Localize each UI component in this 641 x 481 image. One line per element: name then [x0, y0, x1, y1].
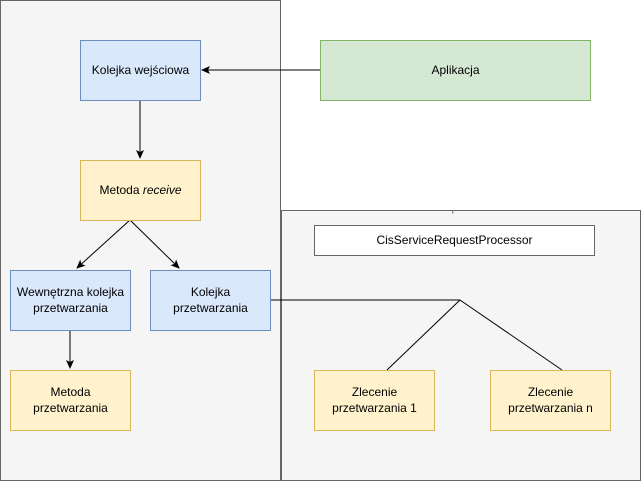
input-queue-node: Kolejka wejściowa	[80, 40, 201, 101]
receive-method-label: Metoda receive	[99, 183, 181, 199]
input-queue-label: Kolejka wejściowa	[91, 62, 190, 77]
order-n-label: Zlecenie przetwarzania n	[508, 384, 593, 415]
order-1-node: Zlecenie przetwarzania 1	[314, 370, 435, 431]
order-1-label: Zlecenie przetwarzania 1	[332, 384, 417, 415]
order-n-node: Zlecenie przetwarzania n	[490, 370, 611, 431]
processing-method-node: Metoda przetwarzania	[10, 370, 131, 431]
processing-queue-node: Kolejka przetwarzania	[150, 270, 271, 331]
processing-queue-label: Kolejka przetwarzania	[173, 284, 248, 315]
internal-queue-node: Wewnętrzna kolejka przetwarzania	[10, 270, 131, 331]
receive-method-node: Metoda receive	[80, 160, 201, 221]
edge-trunk-to-order-n	[459, 299, 563, 371]
edge-receive-to-internal-queue	[76, 219, 131, 269]
processor-node: CisServiceRequestProcessor	[314, 225, 595, 256]
edge-trunk-to-order-1	[386, 299, 461, 371]
receive-method-label-prefix: Metoda	[99, 182, 143, 197]
receive-method-label-emphasis: receive	[142, 182, 182, 197]
internal-queue-label: Wewnętrzna kolejka przetwarzania	[16, 284, 125, 315]
processor-label: CisServiceRequestProcessor	[376, 232, 533, 247]
application-label: Aplikacja	[431, 62, 480, 77]
application-node: Aplikacja	[320, 40, 591, 101]
processing-method-label: Metoda przetwarzania	[33, 384, 108, 415]
edge-receive-to-processing-queue	[129, 219, 180, 269]
right-region-marker: '	[452, 210, 454, 220]
